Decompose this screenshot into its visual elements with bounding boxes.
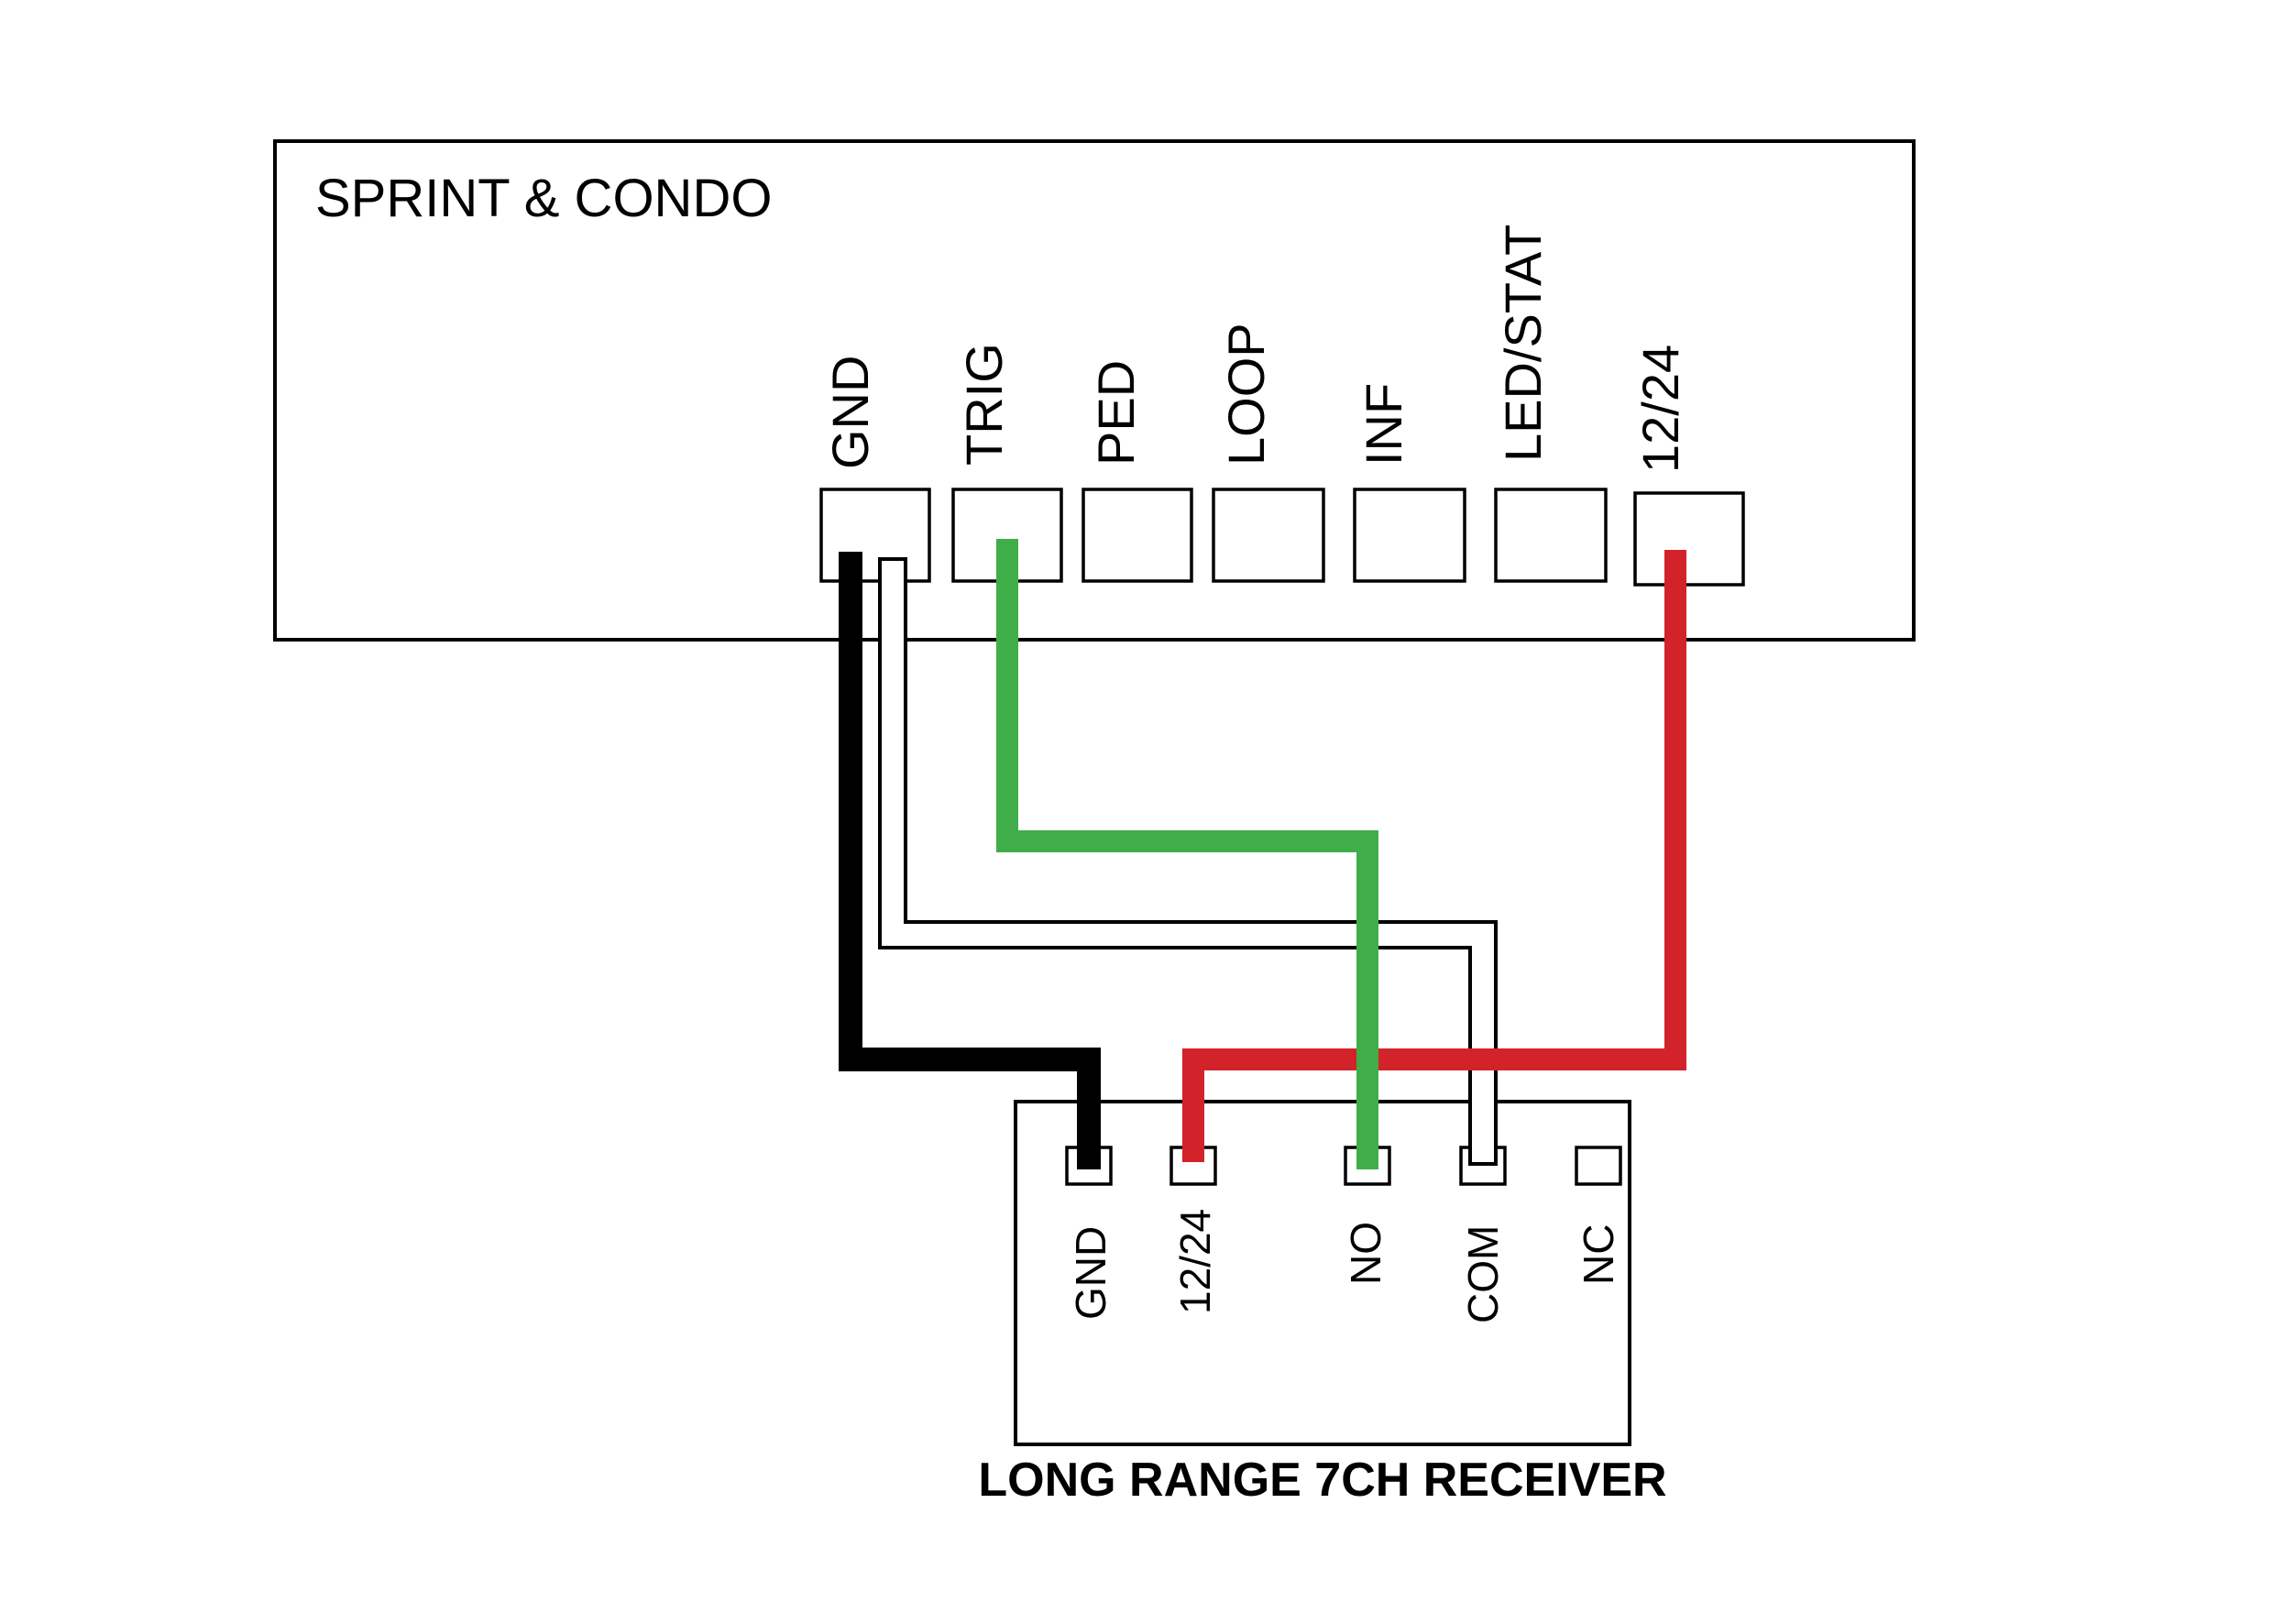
controller-label-loop: LOOP [1217,323,1275,466]
controller-terminal-loop [1212,488,1325,583]
receiver-label-nc: NC [1575,1224,1622,1285]
wire-black-gnd [839,552,1101,1169]
controller-label-ped: PED [1087,360,1145,466]
controller-label-12-24: 12/24 [1631,345,1689,473]
controller-label-gnd: GND [821,356,879,469]
receiver-label-gnd: GND [1067,1226,1115,1320]
controller-terminal-12-24 [1633,491,1745,587]
receiver-title: LONG RANGE 7CH RECEIVER [978,1454,1666,1507]
controller-title: SPRINT & CONDO [315,169,772,228]
controller-terminal-inf [1353,488,1466,583]
controller-label-inf: INF [1355,383,1412,466]
receiver-terminal-12-24 [1169,1146,1217,1186]
receiver-terminal-nc [1575,1146,1622,1186]
receiver-label-12-24: 12/24 [1171,1209,1219,1314]
receiver-label-no: NO [1342,1222,1389,1285]
wires [839,539,1686,1169]
receiver-board: GND 12/24 NO COM NC LONG RANGE 7CH RECEI… [978,1100,1667,1507]
controller-label-led-stat: LED/STAT [1494,225,1552,462]
controller-terminal-led-stat [1494,488,1608,583]
receiver-outline [1014,1100,1631,1446]
wire-green-trig-to-no [996,539,1378,1169]
controller-terminal-ped [1082,488,1193,583]
controller-terminal-gnd [819,488,931,583]
wire-red-12-24 [1182,550,1686,1162]
controller-label-trig: TRIG [955,343,1013,466]
controller-outline [273,139,1916,642]
receiver-label-com: COM [1459,1225,1507,1323]
